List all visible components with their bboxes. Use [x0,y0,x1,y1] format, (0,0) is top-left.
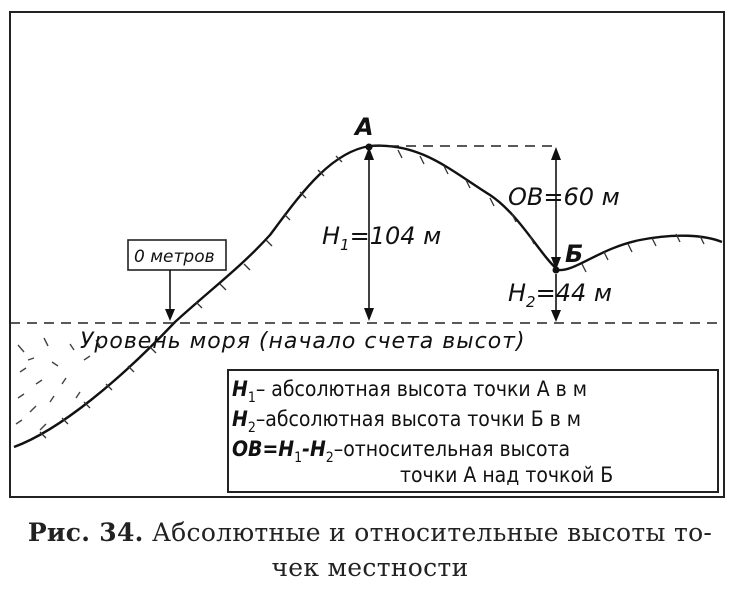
legend-line-3: ОВ=H1-H2–относительная высота [232,437,570,466]
caption-prefix: Рис. 34. [27,518,144,547]
zero-marker-arrow [165,270,175,321]
ob-arrow [551,147,561,270]
figure-caption: Рис. 34. Абсолютные и относительные высо… [0,518,740,547]
h2-label: H2=44 м [508,279,612,311]
point-a-marker [365,143,373,151]
zero-marker-box [127,239,227,271]
h1-arrow [364,147,374,321]
point-b-marker [552,266,560,274]
legend-line-2: H2–абсолютная высота точки Б в м [232,407,581,436]
zero-marker-label: 0 метров [134,247,215,267]
legend-line-4: точки А над точкой Б [400,463,613,487]
sea-level-label: Уровень моря (начало счета высот) [80,329,526,354]
h2-arrow [551,274,561,322]
point-b-label: Б [565,240,583,268]
caption-line-2: чек местности [271,553,469,582]
ground-hatching [39,149,705,439]
water-shading [15,337,101,431]
figure-caption-2: чек местности [0,553,740,582]
legend-line-1: H1– абсолютная высота точки А в м [232,377,587,406]
figure-frame [9,11,725,498]
legend-box [227,369,719,493]
caption-line-1: Абсолютные и относительные высоты то- [151,518,713,547]
h1-label: H1=104 м [322,222,441,254]
point-a-label: А [353,113,374,141]
ob-label: ОВ=60 м [508,183,620,211]
